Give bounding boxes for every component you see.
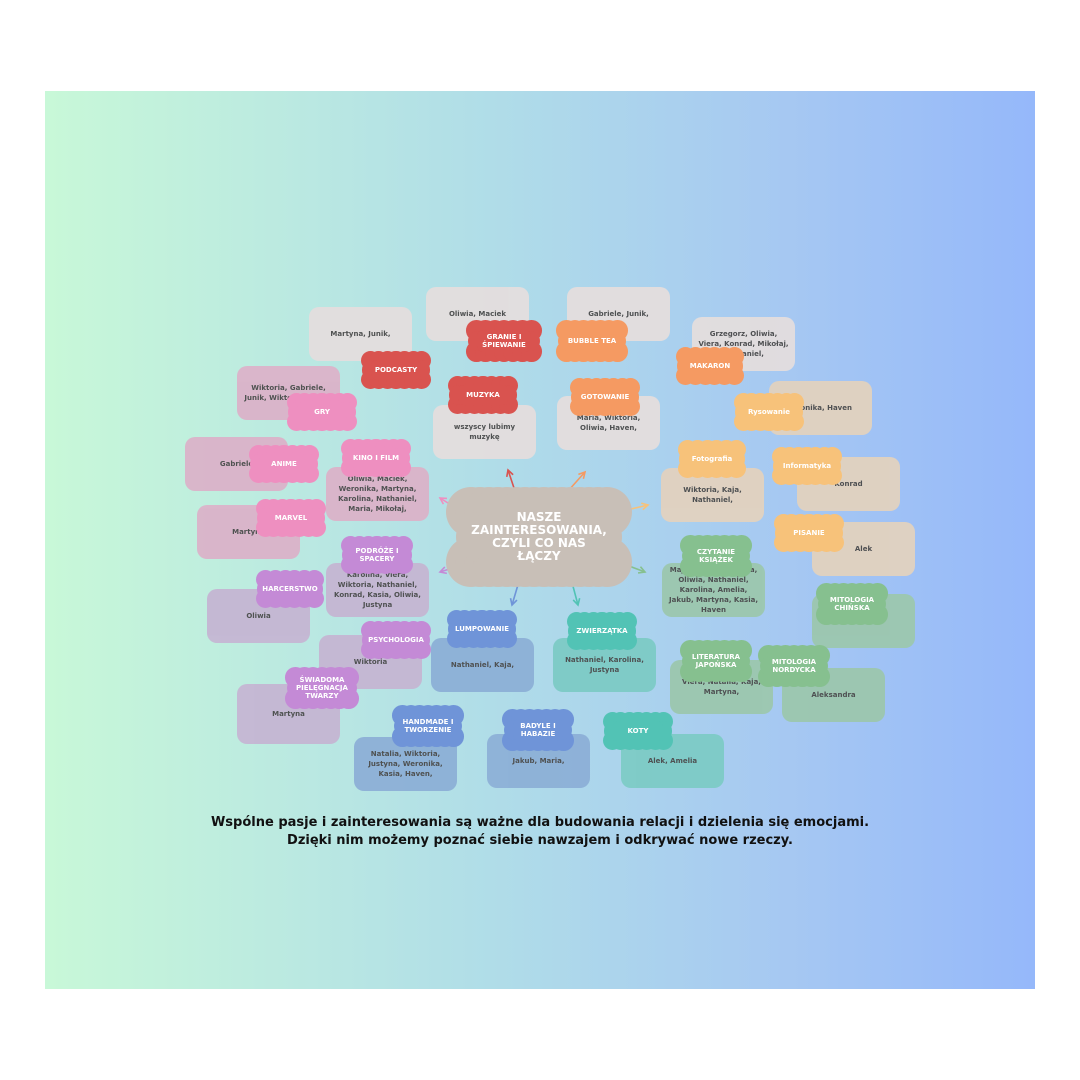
gotowanie-label: GOTOWANIE [580, 392, 630, 401]
gry-label: GRY [314, 407, 330, 416]
harcerstwo-members: Oliwia [246, 611, 271, 620]
czytanie-ksiazek-label: CZYTANIE KSIĄŻEK [696, 547, 736, 564]
muzyka-members-box: wszyscy lubimy muzykę [433, 405, 536, 459]
fotografia-members-box: Wiktoria, Kaja, Nathaniel, [661, 468, 764, 522]
marvel-cloud: MARVEL [255, 498, 327, 538]
central-title-line: CZYLI CO NAS [492, 536, 586, 550]
podroze-i-spacery-cloud: PODRÓŻE I SPACERY [340, 535, 414, 575]
fotografia-label: Fotografia [691, 454, 733, 463]
mitologia-nordycka-members: Aleksandra [811, 690, 856, 699]
kino-i-film-label: KINO I FILM [352, 453, 400, 462]
arrow-head [578, 470, 587, 479]
swiadoma-pielegnacja-twarzy-cloud: ŚWIADOMA PIELĘGNACJA TWARZY [285, 667, 359, 709]
marvel-label: MARVEL [274, 513, 308, 522]
anime-members: Gabriele [219, 459, 254, 468]
central-title-line: NASZE [516, 510, 562, 524]
pisanie-members: Alek [854, 544, 873, 553]
harcerstwo-label: HARCERSTWO [262, 584, 318, 593]
central-title-line: ZAINTERESOWANIA, [471, 523, 607, 537]
arrow-head [572, 598, 581, 607]
podroze-i-spacery-label: PODRÓŻE I SPACERY [355, 546, 399, 563]
anime-cloud: ANIME [248, 444, 320, 484]
lumpowanie-label: LUMPOWANIE [455, 624, 510, 633]
rysowanie-cloud: Rysowanie [733, 392, 805, 432]
arrow-head [641, 502, 650, 511]
literatura-japonska-members: Viera, Natalia, Kaja, Martyna, [682, 677, 761, 696]
lumpowanie-members: Nathaniel, Kaja, [450, 660, 515, 669]
zwierzatka-cloud: ZWIERZĄTKA [566, 611, 638, 651]
mitologia-nordycka-label: MITOLOGIA NORDYCKA [771, 657, 817, 674]
kino-i-film-cloud: KINO I FILM [340, 438, 412, 478]
mitologia-chinska-cloud: MITOLOGIA CHIŃSKA [816, 583, 888, 625]
fotografia-members: Wiktoria, Kaja, Nathaniel, [683, 485, 742, 504]
koty-cloud: KOTY [602, 711, 674, 751]
pisanie-cloud: PISANIE [773, 513, 845, 553]
handmade-i-tworzenie-label: HANDMADE I TWORZENIE [402, 717, 454, 734]
muzyka-label: MUZYKA [466, 390, 500, 399]
handmade-i-tworzenie-members: Natalia, Wiktoria, Justyna, Weronika, Ka… [368, 749, 443, 779]
arrow-head [438, 566, 448, 575]
makaron-cloud: MAKARON [676, 346, 744, 386]
harcerstwo-cloud: HARCERSTWO [256, 569, 324, 609]
caption-line-1: Wspólne pasje i zainteresowania są ważne… [210, 815, 870, 830]
bubble-tea-members: Gabriele, Junik, [588, 309, 649, 318]
marvel-members: Martyna [232, 527, 265, 536]
swiadoma-pielegnacja-twarzy-label: ŚWIADOMA PIELĘGNACJA TWARZY [296, 675, 348, 701]
granie-i-spiewanie-members: Oliwia, Maciek [448, 309, 507, 318]
caption-line-2: Dzięki nim możemy poznać siebie nawzajem… [287, 833, 793, 848]
lumpowanie-cloud: LUMPOWANIE [446, 609, 518, 649]
gotowanie-members: Maria, Wiktoria, Oliwia, Haven, [576, 413, 641, 432]
zwierzatka-label: ZWIERZĄTKA [576, 626, 628, 635]
badyle-i-habazie-cloud: BADYLE I HABAZIE [502, 709, 574, 751]
zwierzatka-members: Nathaniel, Karolina, Justyna [565, 655, 644, 674]
central-title-line: ŁĄCZY [517, 549, 561, 563]
swiadoma-pielegnacja-twarzy-members: Martyna [272, 709, 305, 718]
psychologia-cloud: PSYCHOLOGIA [360, 620, 432, 660]
kino-i-film-members-box: Oliwia, Maciek, Weronika, Martyna, Karol… [326, 467, 429, 521]
informatyka-label: Informatyka [782, 461, 832, 470]
badyle-i-habazie-members: Jakub, Maria, [512, 756, 565, 765]
bubble-tea-cloud: BUBBLE TEA [556, 320, 628, 362]
caption: Wspólne pasje i zainteresowania są ważne… [45, 814, 1035, 850]
mitologia-nordycka-cloud: MITOLOGIA NORDYCKA [758, 645, 830, 687]
anime-label: ANIME [271, 459, 297, 468]
gotowanie-cloud: GOTOWANIE [569, 377, 641, 417]
fotografia-cloud: Fotografia [678, 439, 746, 479]
pisanie-label: PISANIE [793, 528, 825, 537]
badyle-i-habazie-label: BADYLE I HABAZIE [520, 721, 556, 738]
center-cloud [445, 486, 633, 588]
koty-members: Alek, Amelia [647, 756, 698, 765]
rysowanie-members: ...ronika, Haven [789, 403, 852, 412]
arrow-head [637, 566, 647, 574]
mitologia-chinska-label: MITOLOGIA CHIŃSKA [829, 595, 875, 612]
literatura-japonska-label: LITERATURA JAPOŃSKA [691, 652, 741, 669]
psychologia-label: PSYCHOLOGIA [368, 635, 424, 644]
makaron-label: MAKARON [689, 361, 731, 370]
koty-label: KOTY [627, 726, 649, 735]
rysowanie-label: Rysowanie [748, 407, 790, 416]
arrow-head [509, 597, 518, 607]
granie-i-spiewanie-cloud: GRANIE I ŚPIEWANIE [466, 320, 542, 362]
czytanie-ksiazek-cloud: CZYTANIE KSIĄŻEK [680, 535, 752, 577]
podcasty-members: Martyna, Junik, [330, 329, 391, 338]
granie-i-spiewanie-label: GRANIE I ŚPIEWANIE [482, 332, 526, 349]
podroze-i-spacery-members: Karolina, Viera, Wiktoria, Nathaniel, Ko… [334, 570, 421, 610]
muzyka-cloud: MUZYKA [447, 375, 519, 415]
muzyka-members: wszyscy lubimy muzykę [453, 422, 516, 441]
podcasty-label: PODCASTY [374, 365, 418, 374]
podcasty-cloud: PODCASTY [360, 350, 432, 390]
informatyka-cloud: Informatyka [771, 446, 843, 486]
kino-i-film-members: Oliwia, Maciek, Weronika, Martyna, Karol… [338, 474, 417, 514]
bubble-tea-label: BUBBLE TEA [567, 336, 617, 345]
arrow-head [438, 497, 448, 505]
psychologia-members: Wiktoria [353, 657, 388, 666]
arrow-head [505, 468, 514, 478]
gry-cloud: GRY [286, 392, 358, 432]
handmade-i-tworzenie-cloud: HANDMADE I TWORZENIE [392, 705, 464, 747]
literatura-japonska-cloud: LITERATURA JAPOŃSKA [680, 640, 752, 682]
informatyka-members: Konrad [834, 479, 863, 488]
